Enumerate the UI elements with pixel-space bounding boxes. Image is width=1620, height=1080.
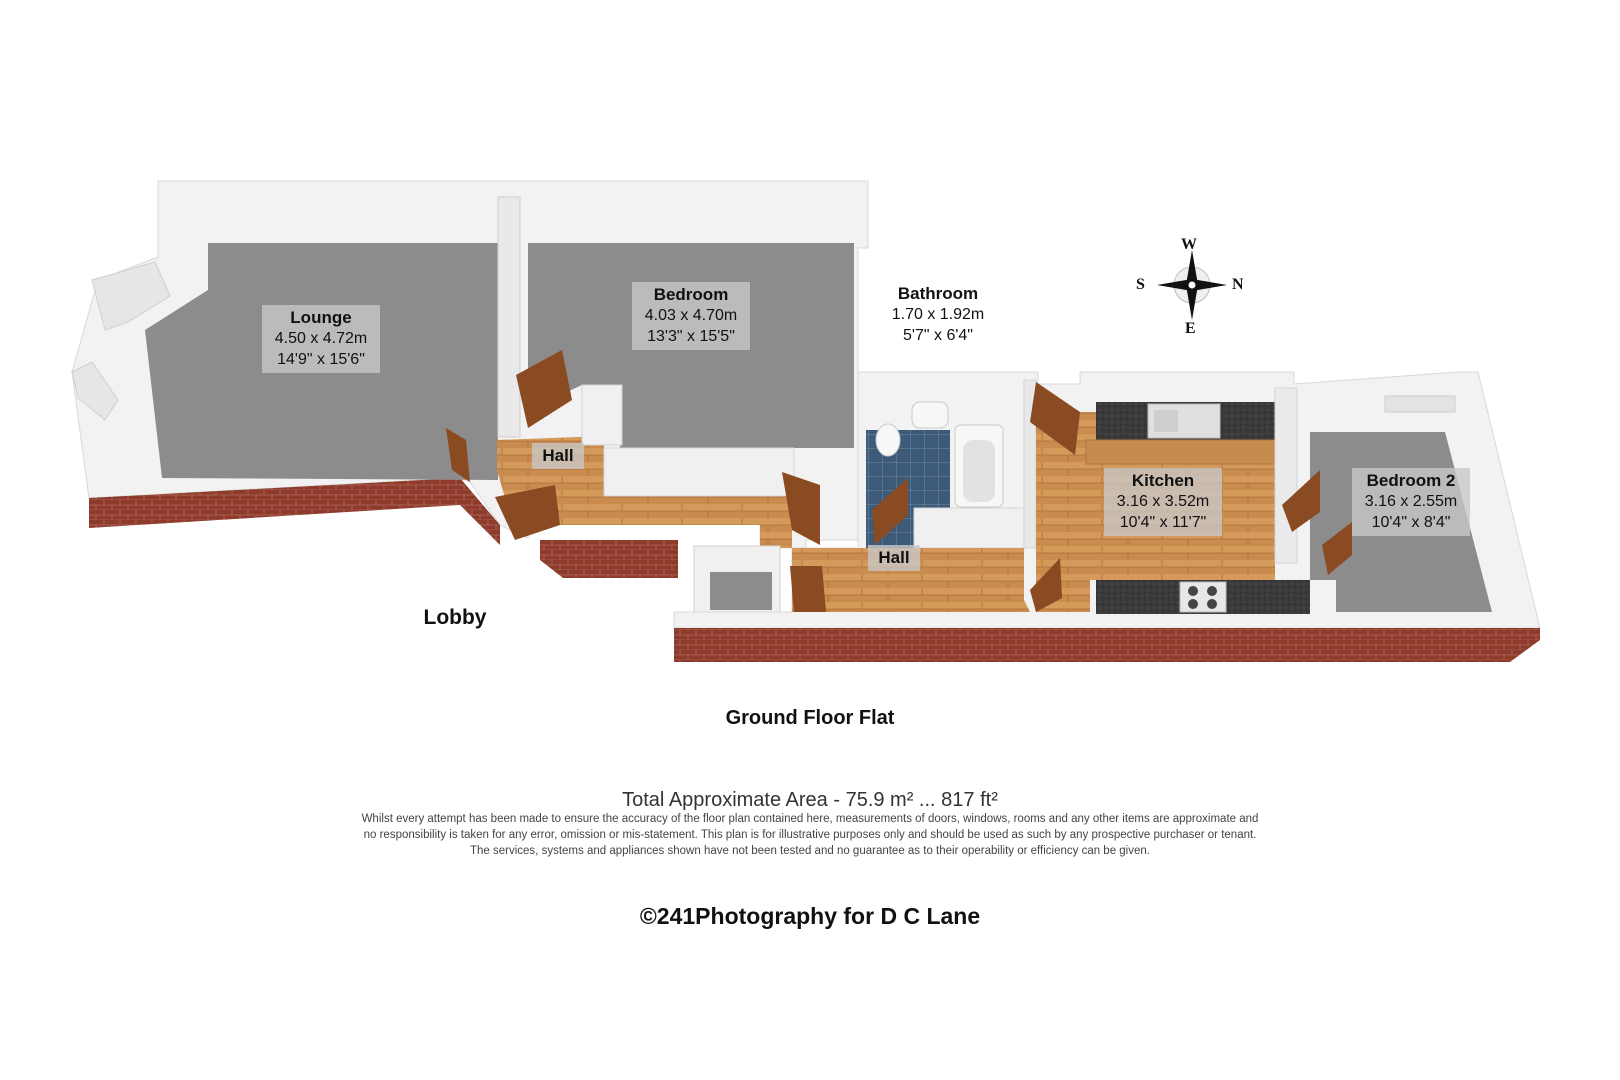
- hall-door: [782, 472, 820, 545]
- compass-west: W: [1181, 236, 1197, 253]
- left-brick-base: [89, 478, 500, 545]
- total-area: Total Approximate Area - 75.9 m² ... 817…: [622, 789, 998, 811]
- lounge-metric: 4.50 x 4.72m: [274, 330, 368, 347]
- kitchen-bedroom-partition: [1274, 387, 1298, 564]
- bedroom2-imperial: 10'4" x 8'4": [1371, 514, 1451, 531]
- cupboard-door: [790, 566, 826, 612]
- kitchen-name: Kitchen: [1131, 471, 1195, 490]
- partition-wall: [497, 196, 521, 438]
- cupboard-floor: [710, 572, 772, 610]
- bathroom-label: Bathroom 1.70 x 1.92m 5'7" x 6'4": [880, 283, 996, 346]
- bedroom-imperial: 13'3" x 15'5": [647, 328, 735, 345]
- right-brick-base: [674, 628, 1540, 662]
- bathroom-metric: 1.70 x 1.92m: [891, 306, 985, 323]
- disclaimer-line-1: Whilst every attempt has been made to en…: [361, 813, 1259, 825]
- compass-east: E: [1185, 320, 1196, 337]
- hall-left-label: Hall: [532, 443, 584, 469]
- lounge-label: Lounge 4.50 x 4.72m 14'9" x 15'6": [262, 305, 380, 373]
- kitchen-door: [1030, 382, 1080, 455]
- left-brick-base-2: [540, 540, 678, 578]
- bay-window-2: [71, 361, 119, 421]
- bedroom2-metric: 3.16 x 2.55m: [1364, 493, 1458, 510]
- compass-center: [1187, 280, 1197, 290]
- bedroom2-window: [1384, 395, 1456, 413]
- lobby-cupboard: [693, 545, 781, 613]
- bedroom-metric: 4.03 x 4.70m: [644, 307, 738, 324]
- sink-bowl: [1154, 410, 1178, 432]
- disclaimer-line-2: no responsibility is taken for any error…: [363, 829, 1257, 841]
- bathroom-imperial: 5'7" x 6'4": [903, 327, 973, 344]
- bedroom-name: Bedroom: [653, 285, 729, 304]
- hall-right-floor: [792, 548, 1030, 612]
- lounge-imperial: 14'9" x 15'6": [277, 351, 365, 368]
- hob-ring: [1188, 599, 1198, 609]
- kitchen-door-2: [1030, 558, 1062, 612]
- toilet: [875, 423, 901, 457]
- bath-inner: [963, 440, 995, 502]
- floor-title: Ground Floor Flat: [725, 707, 895, 729]
- bedroom2-label: Bedroom 2 3.16 x 2.55m 10'4" x 8'4": [1352, 468, 1470, 536]
- hob: [1179, 581, 1227, 613]
- compass-rose: [1157, 250, 1227, 320]
- compass-north: N: [1232, 276, 1244, 293]
- copyright: ©241Photography for D C Lane: [639, 903, 981, 929]
- lobby-label: Lobby: [423, 606, 487, 629]
- hob-ring: [1207, 599, 1217, 609]
- kitchen-cabinets-top: [1085, 439, 1282, 465]
- bathroom-door: [872, 478, 908, 545]
- bay-window: [91, 261, 171, 331]
- hall-right-label: Hall: [868, 545, 920, 571]
- hall-wall-block-2: [581, 384, 623, 446]
- kitchen-metric: 3.16 x 3.52m: [1116, 493, 1210, 510]
- kitchen-imperial: 10'4" x 11'7": [1119, 514, 1207, 531]
- bedroom2-door-2: [1322, 522, 1352, 575]
- bedroom-label: Bedroom 4.03 x 4.70m 13'3" x 15'5": [632, 282, 750, 350]
- disclaimer-line-3: The services, systems and appliances sho…: [470, 845, 1150, 857]
- hob-ring: [1207, 586, 1217, 596]
- basin: [911, 401, 949, 429]
- compass-south: S: [1136, 276, 1145, 293]
- bedroom2-door: [1282, 470, 1320, 532]
- bathroom-name: Bathroom: [897, 284, 979, 303]
- bathroom-wall: [913, 507, 1025, 549]
- lounge-door-2: [446, 428, 470, 482]
- left-block: [71, 180, 869, 578]
- hall-wall-block: [603, 447, 795, 497]
- kitchen-label: Kitchen 3.16 x 3.52m 10'4" x 11'7": [1104, 468, 1222, 536]
- bedroom2-name: Bedroom 2: [1366, 471, 1456, 490]
- hob-ring: [1188, 586, 1198, 596]
- lounge-name: Lounge: [290, 308, 352, 327]
- entrance-door: [495, 485, 560, 540]
- lounge-door: [516, 350, 572, 428]
